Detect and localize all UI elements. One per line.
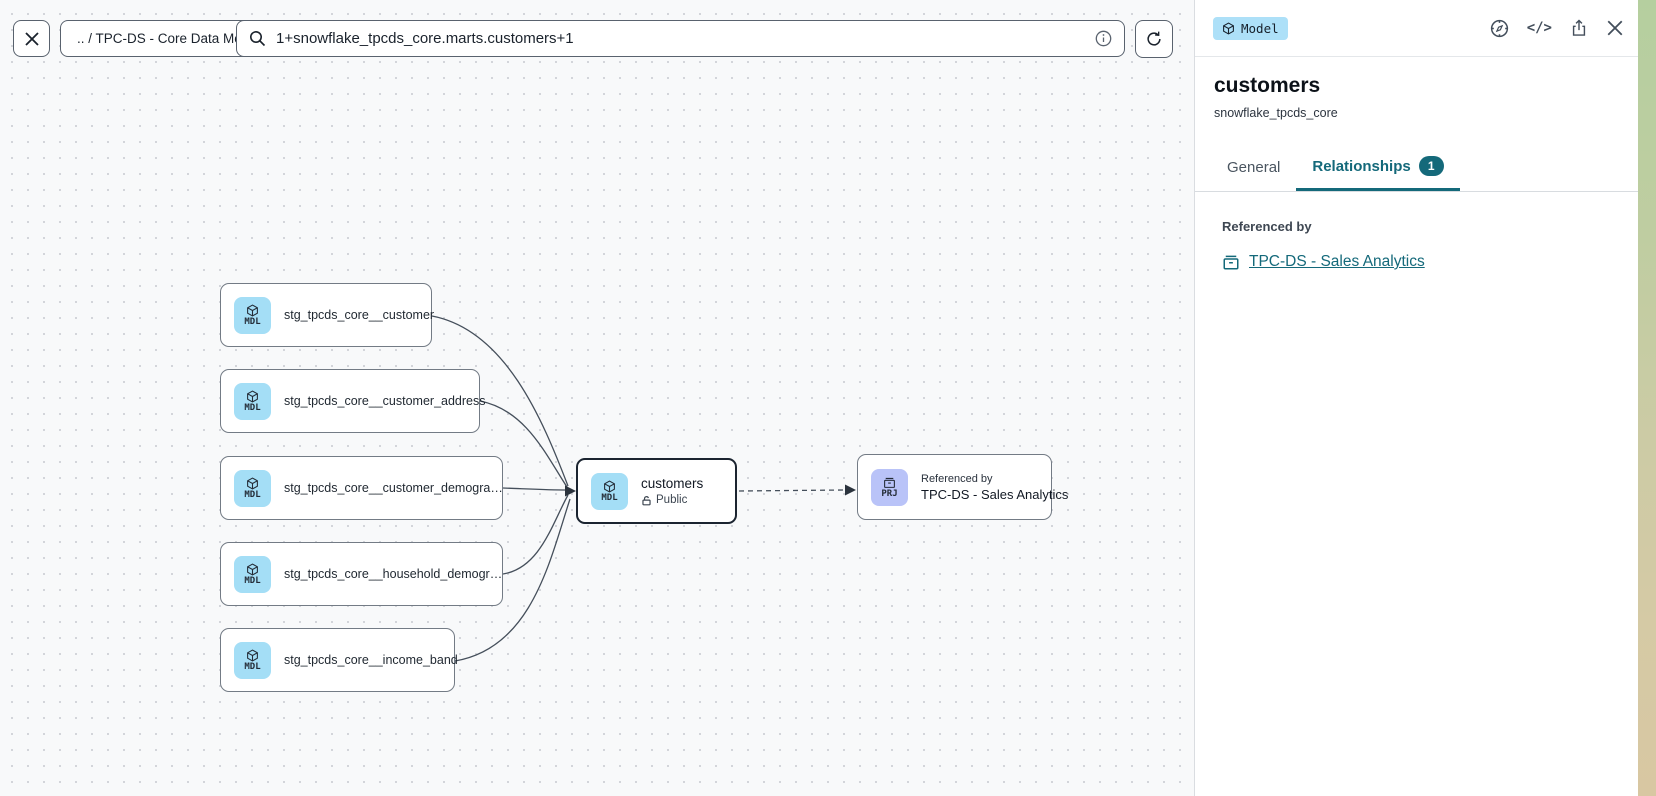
node-label: stg_tpcds_core__household_demogr… (284, 567, 503, 581)
model-badge: MDL (234, 555, 271, 593)
node-title: TPC-DS - Sales Analytics (921, 486, 1069, 502)
referenced-by-link[interactable]: TPC-DS - Sales Analytics (1249, 253, 1425, 270)
cube-icon (247, 648, 258, 662)
node-stg-tpcds-core-customer-address[interactable]: MDL stg_tpcds_core__customer_address (220, 369, 486, 433)
lineage-search[interactable] (236, 20, 1125, 57)
panel-title: customers (1214, 74, 1321, 97)
code-icon[interactable]: </> (1526, 20, 1552, 36)
arrowhead (565, 485, 576, 497)
model-badge: MDL (234, 296, 271, 334)
close-panel-icon[interactable] (1606, 19, 1624, 37)
model-badge: MDL (234, 382, 271, 420)
info-icon[interactable] (1095, 30, 1112, 47)
resource-type-chip: Model (1213, 16, 1288, 40)
cube-icon (1223, 21, 1234, 35)
cube-icon (604, 479, 615, 493)
panel-header: Model </> (1195, 0, 1638, 57)
node-project-sales-analytics[interactable]: PRJ Referenced by TPC-DS - Sales Analyti… (857, 454, 1068, 520)
close-lineage-button[interactable] (13, 20, 50, 57)
node-stg-tpcds-core-income-band[interactable]: MDL stg_tpcds_core__income_band (220, 628, 458, 692)
cube-icon (247, 476, 258, 490)
node-stg-tpcds-core-customer[interactable]: MDL stg_tpcds_core__customer (220, 283, 435, 347)
referenced-by-label: Referenced by (1222, 219, 1312, 234)
lineage-edges (431, 315, 856, 662)
model-badge: MDL (234, 641, 271, 679)
node-label: stg_tpcds_core__customer_address (284, 394, 486, 408)
access-label: Public (656, 494, 688, 506)
close-icon (24, 31, 40, 47)
cube-icon (247, 303, 258, 317)
node-label: stg_tpcds_core__income_band (284, 653, 458, 667)
arrowhead (845, 484, 856, 496)
cube-icon (247, 562, 258, 576)
lineage-canvas[interactable]: .. / TPC-DS - Core Data Models MDL stg_t… (0, 0, 1194, 796)
explore-compass-icon[interactable] (1489, 18, 1510, 39)
archive-box-icon (1222, 253, 1240, 271)
wallpaper-edge-strip (1638, 0, 1656, 796)
model-badge: MDL (234, 469, 271, 507)
cube-icon (247, 389, 258, 403)
model-badge: MDL (591, 472, 628, 510)
panel-tabs: General Relationships 1 (1195, 144, 1638, 192)
node-title: customers (641, 476, 704, 491)
node-label: stg_tpcds_core__customer (284, 308, 435, 322)
panel-subtitle: snowflake_tpcds_core (1214, 106, 1338, 120)
project-badge: PRJ (871, 468, 908, 506)
details-panel: Model </> customers snowflake_tpcds_core… (1194, 0, 1638, 796)
node-stg-tpcds-core-household-demographics[interactable]: MDL stg_tpcds_core__household_demogr… (220, 542, 503, 606)
tab-general[interactable]: General (1227, 159, 1281, 176)
breadcrumb-label: .. / TPC-DS - Core Data Models (77, 31, 267, 46)
node-stg-tpcds-core-customer-demographics[interactable]: MDL stg_tpcds_core__customer_demogra… (220, 456, 503, 520)
node-label: stg_tpcds_core__customer_demogra… (284, 481, 503, 495)
referenced-by-link-row[interactable]: TPC-DS - Sales Analytics (1222, 253, 1618, 271)
node-eyebrow: Referenced by (921, 472, 993, 485)
referenced-by-section: Referenced by TPC-DS - Sales Analytics (1195, 192, 1638, 271)
archive-box-icon (884, 477, 895, 488)
search-icon (249, 30, 266, 47)
search-input[interactable] (276, 30, 1085, 47)
refresh-icon (1145, 30, 1163, 48)
relationships-count-badge: 1 (1418, 156, 1444, 176)
tab-relationships[interactable]: Relationships 1 (1296, 144, 1460, 191)
share-icon[interactable] (1569, 18, 1589, 38)
refresh-button[interactable] (1135, 20, 1173, 58)
node-customers-selected[interactable]: MDL customers Public (576, 458, 737, 524)
lock-open-icon (641, 495, 652, 506)
